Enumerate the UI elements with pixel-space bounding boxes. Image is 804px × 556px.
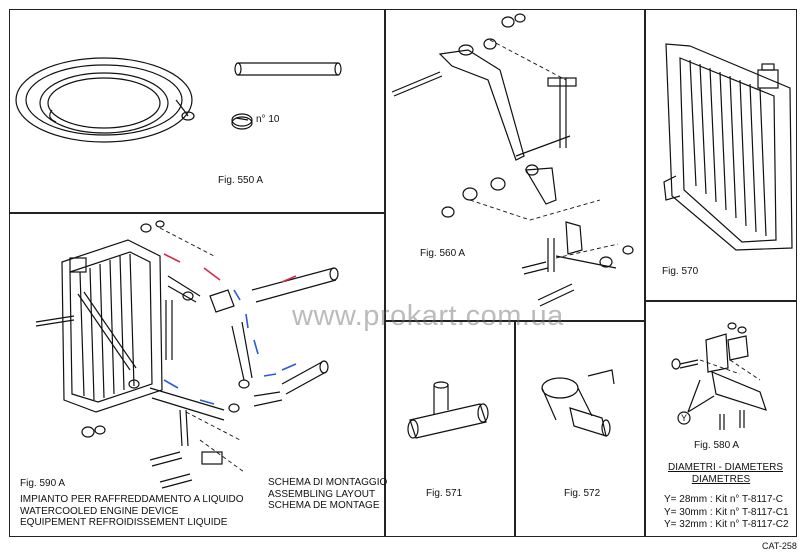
kit-row: Y= 32mm : Kit n° T-8117-C2 [664,519,789,530]
hose-clamp-drawing [231,113,253,130]
diameters-heading: DIAMETRI - DIAMETERS DIAMETRES [668,462,784,485]
bracket-kit-drawing [671,322,767,430]
cooling-title-it: IMPIANTO PER RAFFREDDAMENTO A LIQUIDO [20,494,244,505]
fig-550a-label: Fig. 550 A [218,175,264,186]
cooling-layout-drawing [35,220,339,489]
diameters-heading-line2: DIAMETRES [691,473,751,485]
flow-arrows [163,253,297,283]
divider-h-left [9,212,385,214]
divider-h-right [644,300,797,302]
divider-v2 [644,9,646,537]
assembling-layout-title: SCHEMA DI MONTAGGIO ASSEMBLING LAYOUT SC… [268,477,387,512]
y-callout: Y [681,413,688,423]
cooling-title-en: WATERCOOLED ENGINE DEVICE [20,505,179,517]
thermostat-housing-drawing [541,369,615,437]
page-code: CAT-258 [762,541,797,551]
cooling-title-fr: EQUIPEMENT REFROIDISSEMENT LIQUIDE [20,517,228,528]
fig-590a-label: Fig. 590 A [20,478,66,489]
hose-straight-drawing [234,62,342,76]
layout-title-en: ASSEMBLING LAYOUT [268,488,376,500]
layout-title-fr: SCHEMA DE MONTAGE [268,500,380,511]
bracket-assembly-drawing [391,13,634,307]
cooling-system-title: IMPIANTO PER RAFFREDDAMENTO A LIQUIDO WA… [20,494,244,529]
catalog-sheet-frame [9,9,797,537]
radiator-drawing [663,43,793,251]
hose-coil-drawing [15,57,195,143]
diameters-heading-line1: DIAMETRI - DIAMETERS [668,462,784,473]
divider-v3 [514,320,516,537]
kit-row: Y= 28mm : Kit n° T-8117-C [664,494,783,505]
t-connector-drawing [407,381,489,439]
divider-v1 [384,9,386,537]
fig-570-label: Fig. 570 [662,266,699,277]
fig-580a-label: Fig. 580 A [694,440,740,451]
clamp-quantity-note: n° 10 [256,114,280,125]
layout-title-it: SCHEMA DI MONTAGGIO [268,477,388,488]
diameters-kit-list: Y= 28mm : Kit n° T-8117-C Y= 30mm : Kit … [664,494,789,532]
kit-row: Y= 30mm : Kit n° T-8117-C1 [664,506,789,518]
fig-572-label: Fig. 572 [564,488,601,499]
fig-560a-label: Fig. 560 A [420,248,466,259]
watermark-text: www.prokart.com.ua [292,300,564,332]
fig-571-label: Fig. 571 [426,488,463,499]
